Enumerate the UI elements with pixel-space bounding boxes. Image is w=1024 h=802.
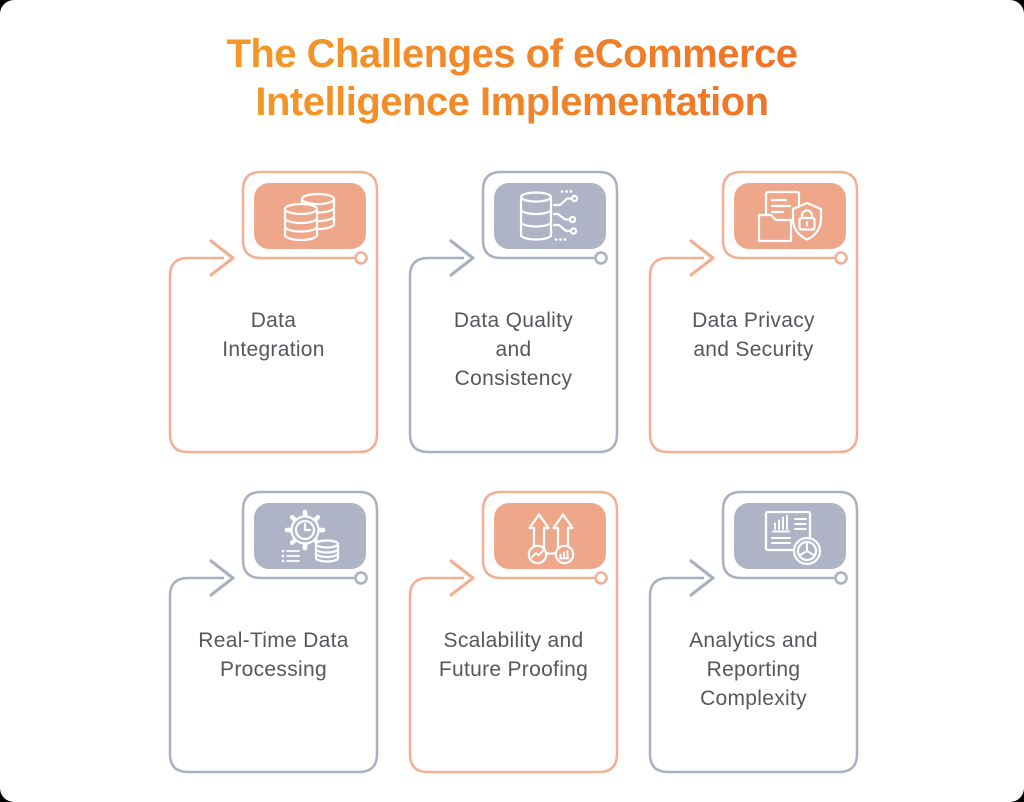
card-label: Data Privacy and Security xyxy=(692,309,815,361)
card-graphic xyxy=(408,170,619,454)
challenge-card-real-time: Real-Time Data Processing xyxy=(156,488,392,788)
card-outline xyxy=(648,170,859,454)
card-label: Data Quality and Consistency xyxy=(453,309,574,390)
challenge-card-analytics: Analytics and Reporting Complexity xyxy=(636,488,872,788)
card-graphic xyxy=(648,490,859,774)
card-outline xyxy=(408,170,619,454)
card-outline xyxy=(408,490,619,774)
card-outline xyxy=(168,170,379,454)
growth-arrows-icon xyxy=(527,513,575,565)
challenge-card-scalability: Scalability and Future Proofing xyxy=(396,488,632,788)
corner-ring xyxy=(354,571,368,585)
challenge-card-data-integration: Data Integration xyxy=(156,168,392,468)
icon-badge xyxy=(494,503,606,569)
database-circuit-icon xyxy=(519,190,579,241)
page-title: The Challenges of eCommerce Intelligence… xyxy=(0,30,1024,126)
card-graphic xyxy=(168,170,379,454)
gear-clock-database-icon xyxy=(281,509,340,563)
connector-arrow-icon xyxy=(449,239,475,277)
challenge-card-data-privacy: Data Privacy and Security xyxy=(636,168,872,468)
database-stack-icon xyxy=(283,192,336,242)
corner-ring xyxy=(834,251,848,265)
card-graphic xyxy=(168,490,379,774)
report-pie-chart-icon xyxy=(764,510,822,566)
card-label: Analytics and Reporting Complexity xyxy=(689,629,818,710)
connector-arrow-icon xyxy=(689,559,715,597)
corner-ring xyxy=(834,571,848,585)
card-outline xyxy=(168,490,379,774)
document-shield-lock-icon xyxy=(757,190,823,243)
corner-ring xyxy=(594,571,608,585)
challenge-card-data-quality: Data Quality and Consistency xyxy=(396,168,632,468)
connector-arrow-icon xyxy=(689,239,715,277)
card-graphic xyxy=(648,170,859,454)
corner-ring xyxy=(354,251,368,265)
card-outline xyxy=(648,490,859,774)
card-label: Real-Time Data Processing xyxy=(198,629,349,681)
corner-ring xyxy=(594,251,608,265)
connector-arrow-icon xyxy=(209,239,235,277)
connector-arrow-icon xyxy=(209,559,235,597)
card-label: Scalability and Future Proofing xyxy=(438,629,589,681)
connector-arrow-icon xyxy=(449,559,475,597)
card-label: Data Integration xyxy=(222,309,325,361)
card-graphic xyxy=(408,490,619,774)
